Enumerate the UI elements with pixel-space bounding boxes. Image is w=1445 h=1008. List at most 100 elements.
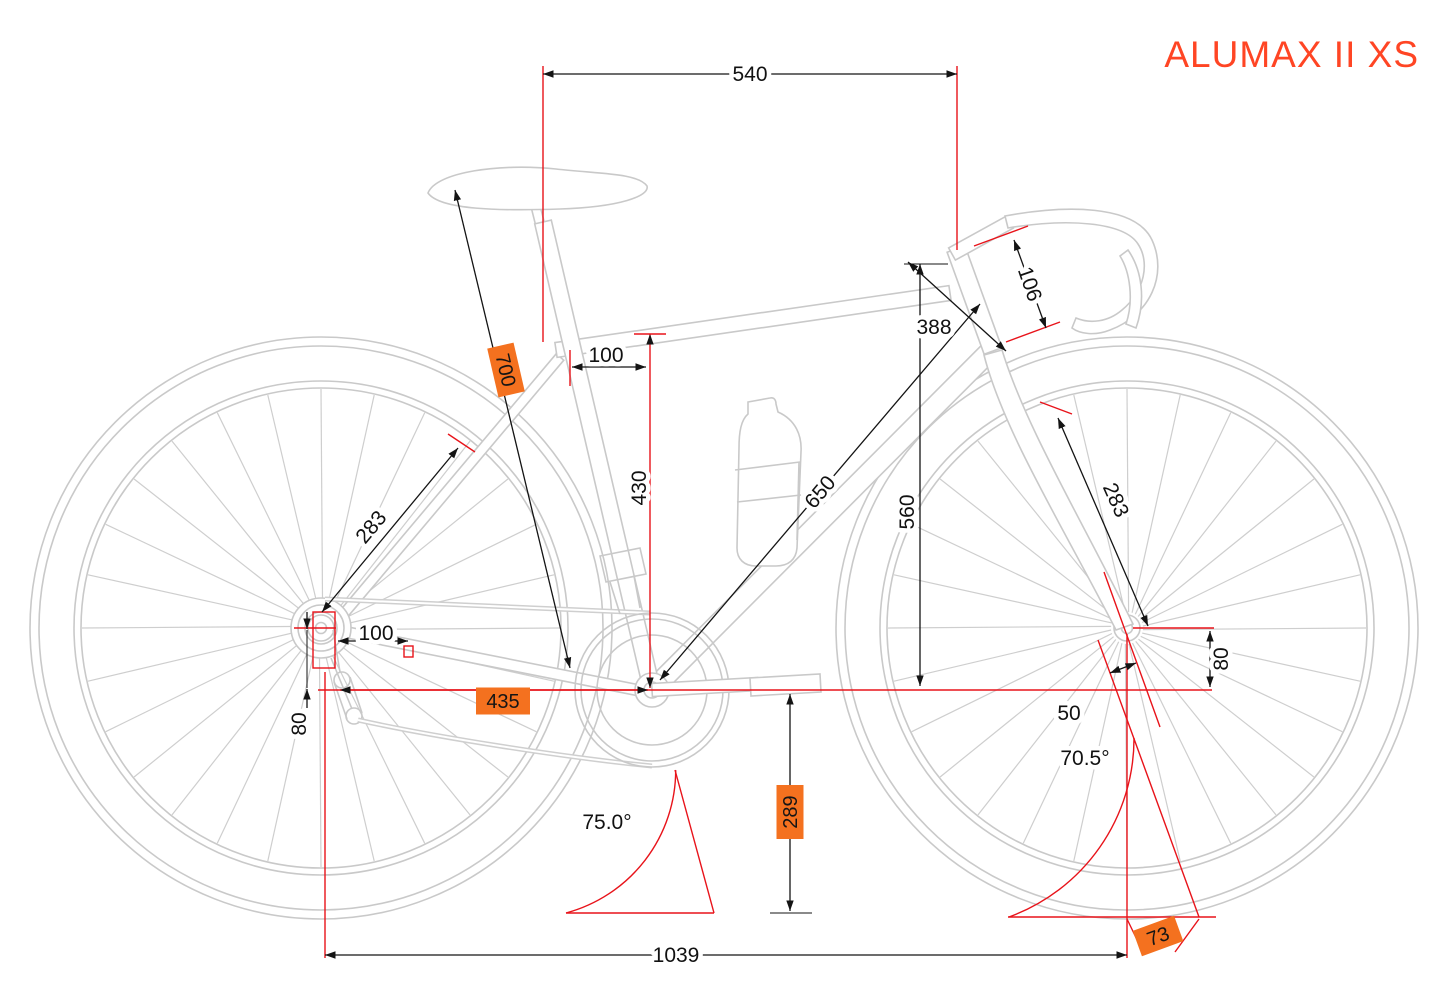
spoke (87, 629, 306, 682)
label-top-tube: 540 (732, 63, 767, 86)
highlight-bb-height: 289 (776, 785, 804, 839)
label-rear-spacing: 100 (358, 622, 393, 645)
front-derailleur (599, 547, 647, 583)
spoke (267, 643, 317, 862)
seat-angle-arc (565, 770, 677, 914)
spoke (1073, 643, 1123, 862)
spoke (893, 574, 1112, 624)
highlight-box (487, 342, 525, 398)
bottle-cage (734, 397, 802, 567)
derailleur-hanger (332, 629, 341, 673)
seatstay (331, 352, 565, 628)
spoke (1131, 642, 1232, 844)
bike-artwork (29, 166, 1419, 920)
pedal (749, 673, 822, 697)
spoke (133, 478, 310, 618)
rear-spacing-mark (403, 645, 414, 658)
spoke (1128, 643, 1181, 862)
highlight-box (776, 785, 804, 839)
highlight-box (476, 687, 530, 715)
stem (947, 214, 1015, 262)
dim-line-seatstay (321, 447, 459, 613)
spoke (1022, 641, 1120, 844)
spoke (87, 574, 306, 624)
label-front-drop: 80 (1210, 647, 1233, 670)
spoke (171, 440, 313, 615)
label-saddle-setback: 100 (588, 344, 623, 367)
head-tube-tube (946, 244, 1003, 356)
steering-axis (1097, 639, 1200, 918)
spoke (977, 639, 1117, 816)
saddle (427, 166, 648, 211)
spoke (171, 639, 311, 816)
label-wheelbase: 1039 (653, 944, 700, 967)
spoke (939, 636, 1114, 778)
spoke (1142, 627, 1367, 631)
dimension-lines (303, 70, 1214, 959)
brake-lever (1118, 248, 1143, 330)
highlight-chainstay: 435 (476, 687, 530, 715)
spoke (1141, 523, 1343, 624)
head-angle-arc (1008, 737, 1135, 918)
label-chainstay: 435 (486, 691, 519, 713)
spoke (320, 388, 324, 613)
highlight-seatpost: 700 (487, 342, 525, 398)
label-stem: 106 (1013, 264, 1046, 305)
seat-tube-tube (533, 219, 662, 693)
spoke (216, 412, 317, 614)
label-head-angle: 70.5° (1060, 747, 1109, 770)
label-seat-angle: 75.0° (582, 811, 631, 834)
handlebar (1004, 208, 1159, 335)
spoke (1142, 632, 1361, 682)
dim-line-front-center (659, 303, 981, 681)
label-seat-tube: 430 (628, 470, 651, 505)
label-bb-height: 289 (780, 795, 802, 828)
chain-bottom (357, 717, 653, 769)
ext-seatstay (447, 433, 476, 453)
label-head-tube: 388 (916, 316, 951, 339)
dim-line-stem (1013, 239, 1047, 329)
spoke (325, 642, 426, 844)
dim-line-fork-length (1057, 417, 1149, 627)
spoke (1140, 635, 1343, 733)
ext-stem-lower (1005, 321, 1061, 343)
model-title: ALUMAX II XS (1164, 34, 1419, 75)
spoke (334, 635, 537, 733)
spoke (1134, 412, 1232, 615)
ext-stem-upper (973, 225, 1029, 247)
spoke (133, 636, 308, 778)
highlight-trail: 73 (1132, 915, 1184, 957)
spoke (267, 394, 320, 613)
rear-wheel (29, 336, 613, 920)
label-fork-rake: 50 (1057, 702, 1080, 725)
water-bottle (736, 397, 802, 567)
cockpit (947, 208, 1159, 335)
spoke (105, 523, 308, 621)
spoke (1137, 440, 1277, 617)
label-seatstay: 283 (351, 507, 391, 549)
ext-fork-top (1039, 401, 1073, 415)
dim-line-fork-rake (1109, 662, 1137, 674)
spoke (1131, 394, 1181, 613)
spoke (81, 625, 306, 629)
rear-dropout-box (312, 611, 336, 669)
spoke (1142, 574, 1361, 627)
spoke (216, 641, 314, 844)
spoke (332, 638, 509, 778)
spoke (1140, 478, 1315, 620)
spoke (322, 643, 375, 862)
spoke (893, 629, 1112, 682)
spoke (887, 625, 1112, 629)
label-rear-drop: 80 (288, 712, 311, 735)
label-stack: 560 (896, 494, 919, 529)
spoke (105, 632, 307, 733)
trail-ext-right (1174, 918, 1200, 953)
spoke (1135, 641, 1277, 816)
spoke (1138, 638, 1315, 778)
spoke (318, 643, 322, 868)
dim-line-seatpost (453, 189, 572, 669)
spoke (911, 632, 1113, 733)
highlight-box (1132, 915, 1184, 957)
